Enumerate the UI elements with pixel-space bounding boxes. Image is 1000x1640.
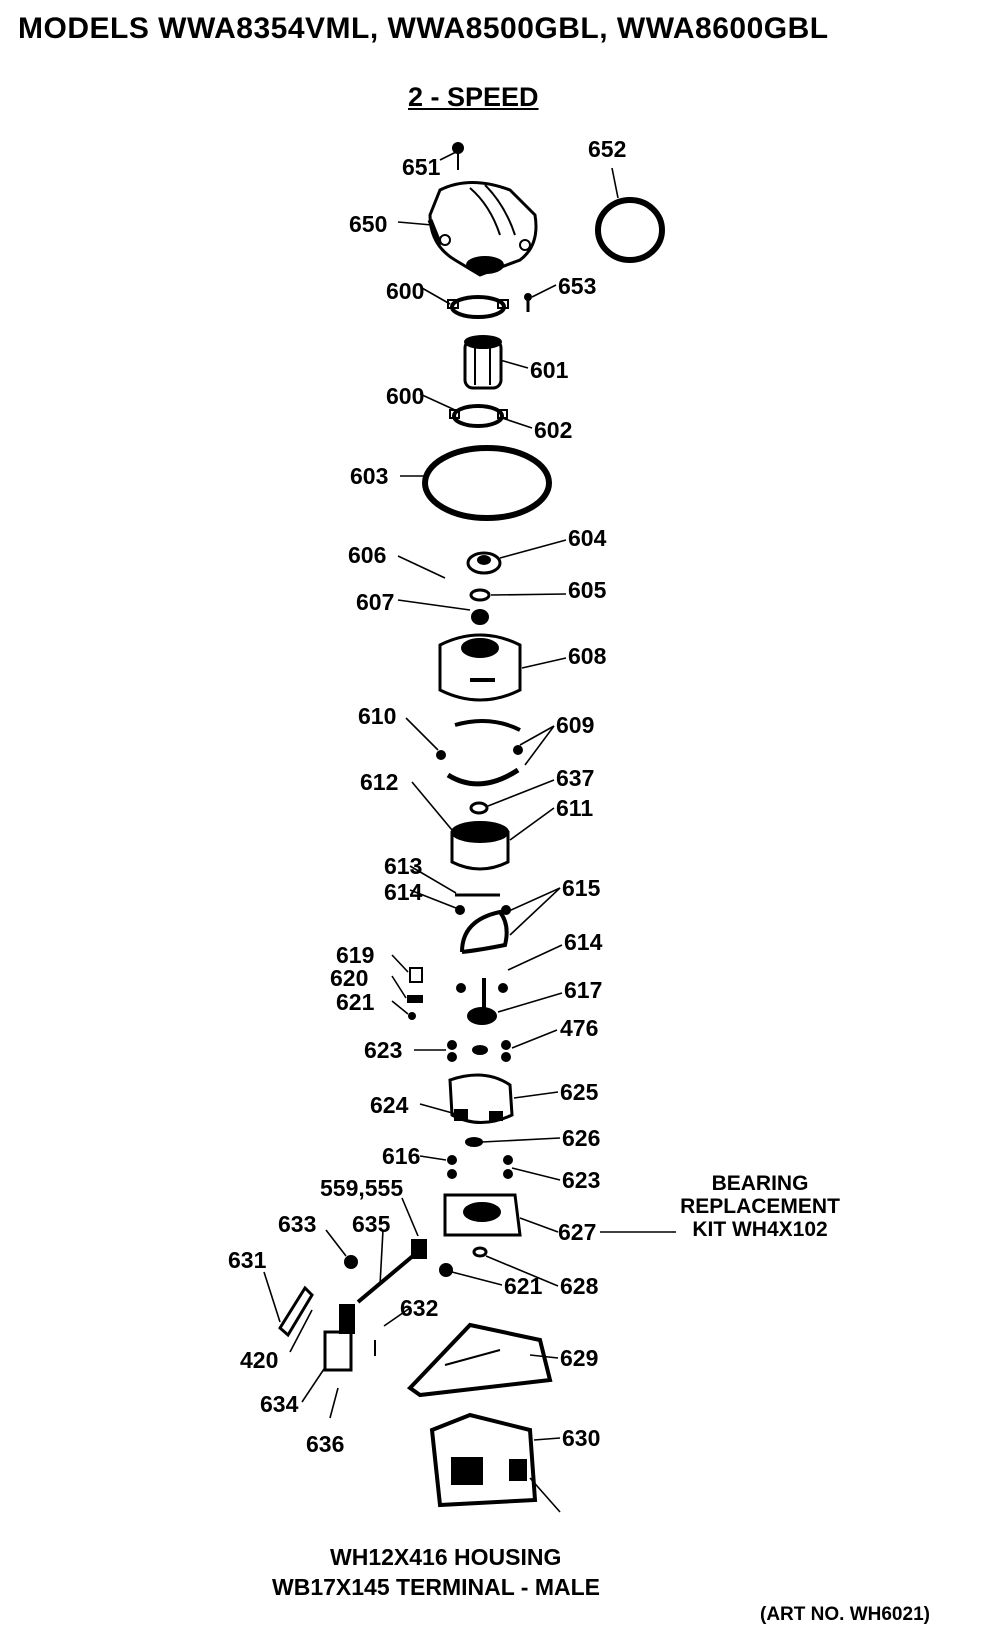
label-621-upper: 621 xyxy=(336,989,375,1015)
part-619-clip-drawing xyxy=(407,967,423,1020)
label-623-upper: 623 xyxy=(364,1037,402,1063)
label-621-lower: 621 xyxy=(504,1273,543,1299)
part-650-cover-drawing xyxy=(427,181,538,277)
label-653: 653 xyxy=(558,273,596,299)
label-637: 637 xyxy=(556,765,594,791)
label-634: 634 xyxy=(260,1391,299,1417)
label-620: 620 xyxy=(330,965,368,991)
label-635: 635 xyxy=(352,1211,391,1237)
label-614-upper: 614 xyxy=(384,879,423,905)
label-633: 633 xyxy=(278,1211,316,1237)
part-651-screw-drawing xyxy=(452,142,464,170)
label-627: 627 xyxy=(558,1219,596,1245)
label-631: 631 xyxy=(228,1247,267,1273)
label-619: 619 xyxy=(336,942,374,968)
label-610: 610 xyxy=(358,703,396,729)
label-600-second: 600 xyxy=(386,383,424,409)
part-611-rotor-drawing xyxy=(450,821,510,871)
label-614-lower: 614 xyxy=(564,929,603,955)
part-615-brush-drawing xyxy=(455,893,511,954)
part-605-washer-drawing xyxy=(469,588,491,602)
label-609: 609 xyxy=(556,712,594,738)
part-604-pulley-drawing xyxy=(466,551,502,575)
part-616-screws-drawing xyxy=(447,1155,513,1179)
label-600-top: 600 xyxy=(386,278,424,304)
label-559-555: 559,555 xyxy=(320,1175,403,1201)
label-628: 628 xyxy=(560,1273,599,1299)
part-600-clamp-drawing xyxy=(447,295,509,319)
part-608-motor-cover-drawing xyxy=(438,633,522,702)
part-625-stator-drawing xyxy=(448,1073,514,1124)
label-616: 616 xyxy=(382,1143,420,1169)
bearing-note-line3: KIT WH4X102 xyxy=(692,1218,828,1241)
part-631-terminal-drawing xyxy=(278,1285,314,1338)
label-602: 602 xyxy=(534,417,572,443)
part-600-second-clamp-drawing xyxy=(449,404,508,428)
bearing-note-line2: REPLACEMENT xyxy=(680,1195,840,1218)
label-608: 608 xyxy=(568,643,607,669)
label-476: 476 xyxy=(560,1015,598,1041)
part-627-bearing-plate-drawing xyxy=(443,1193,522,1237)
part-629-shield-drawing xyxy=(406,1322,553,1398)
part-number-labels: 651 652 650 600 653 601 600 602 603 604 … xyxy=(228,136,626,1457)
leader-lines xyxy=(263,151,676,1513)
label-612: 612 xyxy=(360,769,398,795)
page-subtitle: 2 - SPEED xyxy=(408,82,539,112)
label-420: 420 xyxy=(240,1347,278,1373)
label-632: 632 xyxy=(400,1295,438,1321)
part-601-coupling-drawing xyxy=(463,335,503,390)
page-title: MODELS WWA8354VML, WWA8500GBL, WWA8600GB… xyxy=(18,12,829,45)
bearing-note-line1: BEARING xyxy=(711,1172,809,1195)
part-637-washer-drawing xyxy=(469,801,489,815)
part-623-screws-drawing xyxy=(447,1040,511,1062)
label-606: 606 xyxy=(348,542,386,568)
part-617-shaft-drawing xyxy=(456,978,508,1025)
label-617: 617 xyxy=(564,977,602,1003)
label-629: 629 xyxy=(560,1345,598,1371)
label-650: 650 xyxy=(349,211,387,237)
label-625: 625 xyxy=(560,1079,599,1105)
label-615: 615 xyxy=(562,875,601,901)
part-653-screw-drawing xyxy=(524,293,532,312)
housing-note: WH12X416 HOUSING xyxy=(330,1544,562,1570)
label-605: 605 xyxy=(568,577,607,603)
label-623-lower: 623 xyxy=(562,1167,600,1193)
label-603: 603 xyxy=(350,463,388,489)
part-628-washer-drawing xyxy=(439,1246,488,1277)
part-630-housing-drawing xyxy=(429,1412,538,1508)
label-601: 601 xyxy=(530,357,569,383)
label-604: 604 xyxy=(568,525,607,551)
part-609-end-bell-drawing xyxy=(436,719,523,787)
part-626-washer-drawing xyxy=(465,1137,483,1147)
part-652-ring-drawing xyxy=(595,197,665,263)
label-630: 630 xyxy=(562,1425,600,1451)
label-651: 651 xyxy=(402,154,441,180)
label-607: 607 xyxy=(356,589,394,615)
label-624: 624 xyxy=(370,1092,409,1118)
part-634-switch-body-drawing xyxy=(323,1304,376,1372)
label-626: 626 xyxy=(562,1125,600,1151)
bearing-kit-note: BEARING REPLACEMENT KIT WH4X102 xyxy=(670,1172,850,1241)
label-611: 611 xyxy=(556,795,593,821)
part-635-switch-drawing xyxy=(344,1239,427,1304)
part-607-nut-drawing xyxy=(471,609,489,625)
terminal-note: WB17X145 TERMINAL - MALE xyxy=(272,1574,601,1600)
art-number: (ART NO. WH6021) xyxy=(760,1604,930,1625)
part-603-belt-drawing xyxy=(422,445,552,521)
label-636: 636 xyxy=(306,1431,344,1457)
label-613: 613 xyxy=(384,853,422,879)
label-652: 652 xyxy=(588,136,626,162)
